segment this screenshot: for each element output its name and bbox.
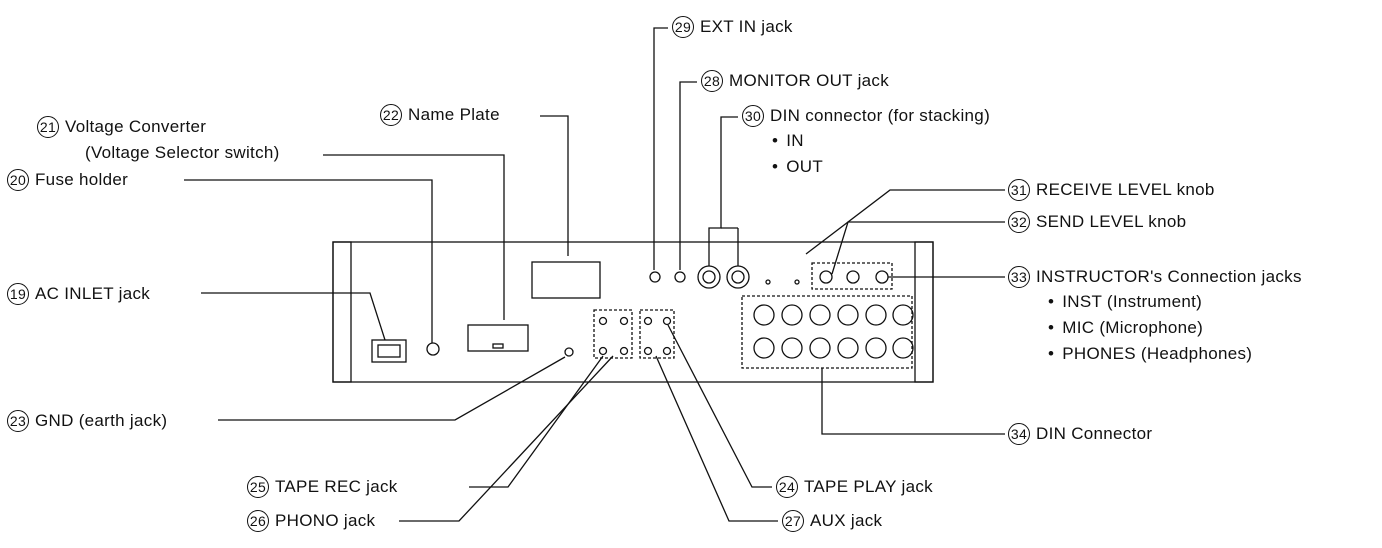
label-din-connector: 34 DIN Connector xyxy=(1008,423,1152,445)
label-text: TAPE PLAY jack xyxy=(804,477,933,496)
label-text: PHONO jack xyxy=(275,511,376,530)
label-text: Voltage Converter xyxy=(65,117,207,136)
callout-number: 21 xyxy=(37,116,59,138)
callout-number: 25 xyxy=(247,476,269,498)
label-receive-level-knob: 31 RECEIVE LEVEL knob xyxy=(1008,179,1215,201)
label-text: Fuse holder xyxy=(35,170,129,189)
stacking-din-out xyxy=(726,265,750,289)
callout-number: 28 xyxy=(701,70,723,92)
label-text: TAPE REC jack xyxy=(275,477,398,496)
label-text: Name Plate xyxy=(408,105,500,124)
label-phono-jack: 26 PHONO jack xyxy=(247,510,375,532)
tape-rec-group xyxy=(593,309,633,359)
monitor-out-jack xyxy=(674,271,686,283)
label-gnd-jack: 23 GND (earth jack) xyxy=(7,410,167,432)
label-text: AC INLET jack xyxy=(35,284,151,303)
label-tape-play-jack: 24 TAPE PLAY jack xyxy=(776,476,933,498)
label-text: INSTRUCTOR's Connection jacks xyxy=(1036,267,1302,286)
sub-label-in: IN xyxy=(772,131,804,151)
ac-inlet xyxy=(371,339,407,363)
right-end-cap xyxy=(914,241,934,383)
voltage-converter xyxy=(467,324,529,352)
label-text: AUX jack xyxy=(810,511,883,530)
callout-number: 27 xyxy=(782,510,804,532)
receive-level-knob xyxy=(765,279,771,285)
label-text: MONITOR OUT jack xyxy=(729,71,890,90)
label-text: SEND LEVEL knob xyxy=(1036,212,1187,231)
label-fuse-holder: 20 Fuse holder xyxy=(7,169,128,191)
sub-label-out: OUT xyxy=(772,157,823,177)
callout-number: 22 xyxy=(380,104,402,126)
label-tape-rec-jack: 25 TAPE REC jack xyxy=(247,476,398,498)
send-level-knob xyxy=(794,279,800,285)
callout-number: 31 xyxy=(1008,179,1030,201)
callout-number: 30 xyxy=(742,105,764,127)
rca-jacks xyxy=(598,316,672,356)
name-plate xyxy=(531,261,601,299)
gnd-jack xyxy=(564,347,574,357)
din-connectors xyxy=(753,304,914,359)
callout-number: 20 xyxy=(7,169,29,191)
label-name-plate: 22 Name Plate xyxy=(380,104,500,126)
callout-number: 33 xyxy=(1008,266,1030,288)
fuse-holder xyxy=(426,342,440,356)
left-end-cap xyxy=(332,241,352,383)
callout-number: 24 xyxy=(776,476,798,498)
label-text: GND (earth jack) xyxy=(35,411,168,430)
label-stacking-din-connector: 30 DIN connector (for stacking) xyxy=(742,105,990,127)
label-voltage-converter: 21 Voltage Converter xyxy=(37,116,206,138)
label-instructor-jacks: 33 INSTRUCTOR's Connection jacks xyxy=(1008,266,1302,288)
sub-label-inst: INST (Instrument) xyxy=(1048,292,1202,312)
label-ext-in-jack: 29 EXT IN jack xyxy=(672,16,793,38)
label-monitor-out-jack: 28 MONITOR OUT jack xyxy=(701,70,889,92)
callout-number: 34 xyxy=(1008,423,1030,445)
label-aux-jack: 27 AUX jack xyxy=(782,510,882,532)
label-text: RECEIVE LEVEL knob xyxy=(1036,180,1215,199)
callout-number: 19 xyxy=(7,283,29,305)
tape-play-group xyxy=(639,309,675,359)
label-send-level-knob: 32 SEND LEVEL knob xyxy=(1008,211,1186,233)
callout-number: 32 xyxy=(1008,211,1030,233)
sub-label-voltage-selector: (Voltage Selector switch) xyxy=(85,143,280,162)
ext-in-jack xyxy=(649,271,661,283)
din-connector-block xyxy=(741,295,913,369)
callout-number: 23 xyxy=(7,410,29,432)
sub-label-phones: PHONES (Headphones) xyxy=(1048,344,1252,364)
instructor-jacks-group xyxy=(811,262,893,290)
label-text: DIN connector (for stacking) xyxy=(770,106,991,125)
stacking-din-in xyxy=(697,265,721,289)
label-ac-inlet-jack: 19 AC INLET jack xyxy=(7,283,150,305)
callout-number: 29 xyxy=(672,16,694,38)
callout-number: 26 xyxy=(247,510,269,532)
sub-label-mic: MIC (Microphone) xyxy=(1048,318,1203,338)
label-text: DIN Connector xyxy=(1036,424,1153,443)
label-text: EXT IN jack xyxy=(700,17,793,36)
